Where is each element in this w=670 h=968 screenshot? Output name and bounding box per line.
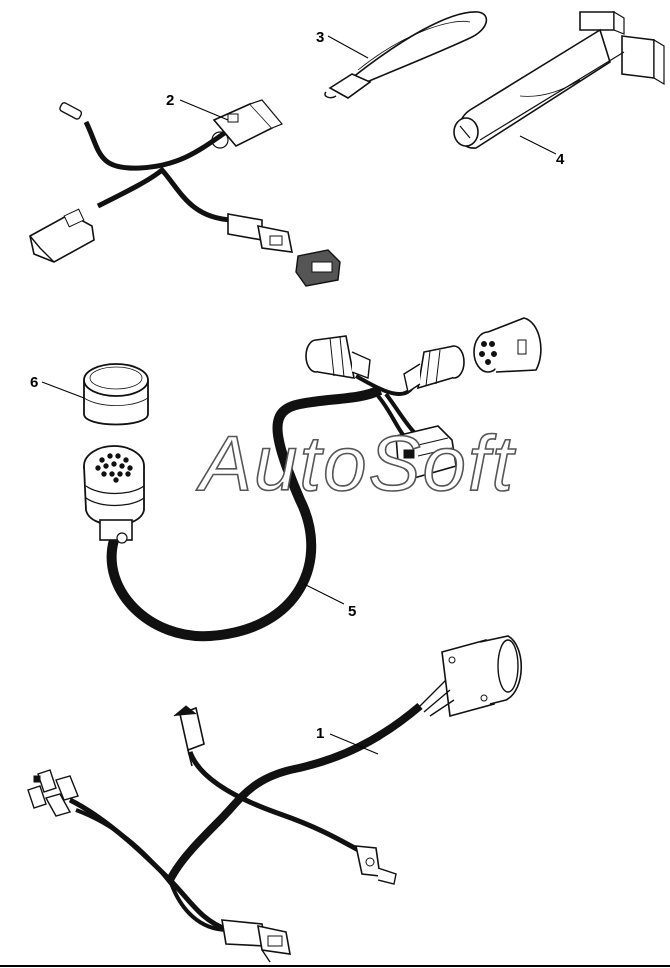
callout-2: 2 — [166, 92, 174, 109]
leader-line-4 — [519, 135, 557, 155]
callout-4: 4 — [556, 151, 565, 168]
callout-5: 5 — [348, 603, 356, 620]
part-3-cable-tie[interactable] — [324, 11, 488, 99]
deutsch-connector-right — [403, 345, 465, 394]
leader-line-2 — [179, 99, 229, 121]
callout-3: 3 — [316, 29, 324, 46]
part-4-tool[interactable] — [453, 10, 665, 149]
part-6-cap[interactable] — [83, 363, 149, 426]
leader-line-1 — [329, 733, 379, 755]
flat-connector — [395, 425, 457, 479]
part-5-adapter-harness[interactable] — [83, 317, 542, 642]
callout-1: 1 — [316, 725, 324, 742]
part-1-harness[interactable] — [27, 635, 523, 963]
leader-line-6 — [41, 381, 85, 399]
part-2-sensor-harness[interactable] — [29, 99, 341, 287]
callout-6: 6 — [30, 374, 38, 391]
watermark-text: AutoSoft — [196, 419, 517, 507]
loose-round-connector — [473, 317, 542, 373]
deutsch-connector-left — [305, 335, 371, 379]
leader-line-5 — [303, 583, 345, 605]
leader-line-3 — [327, 35, 369, 59]
